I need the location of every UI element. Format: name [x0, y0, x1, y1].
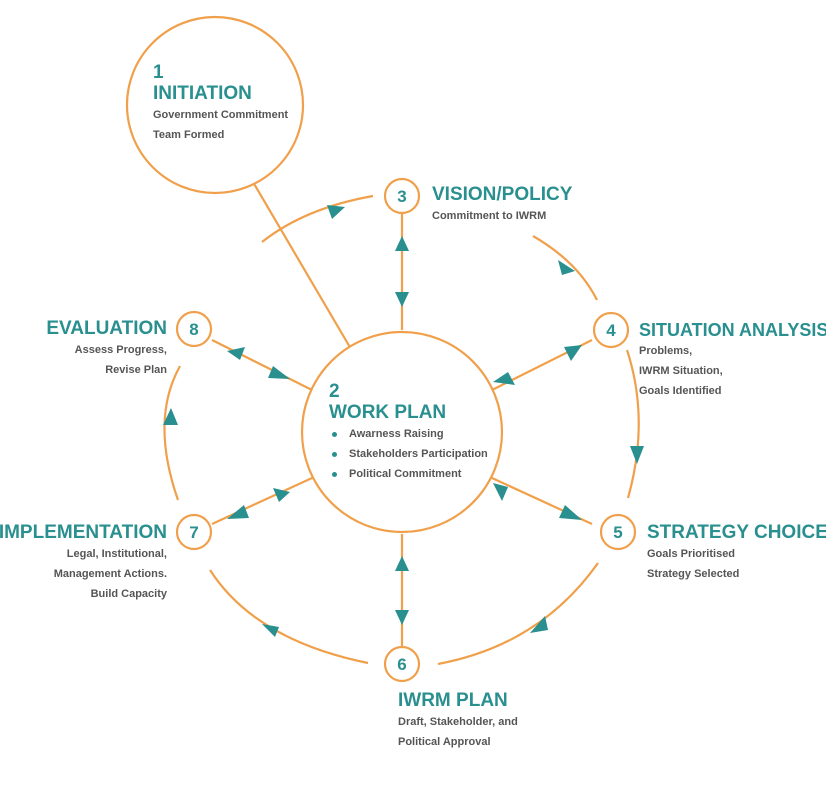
step-5-badge	[599, 513, 637, 551]
spoke-7	[211, 477, 313, 525]
spoke-4-arrow-in	[493, 372, 515, 385]
work-plan-label: 2 WORK PLAN Awarness Raising Stakeholder…	[329, 382, 488, 484]
initiation-circle	[125, 15, 305, 195]
step-7-badge	[175, 513, 213, 551]
spoke-3-arrow-in	[395, 292, 409, 307]
step-7-number: 7	[189, 523, 198, 542]
initiation-line-1: Government Commitment	[153, 109, 289, 121]
cycle-arc-8-to-3	[261, 194, 374, 243]
step-4-number: 4	[606, 321, 616, 340]
cycle-arrow-to-3	[327, 205, 345, 219]
spoke-4-arrow-out	[564, 345, 582, 361]
cycle-arrow-to-8	[163, 408, 178, 425]
cycle-arrow-to-7	[262, 624, 279, 637]
work-plan-bullet: Stakeholders Participation	[329, 444, 488, 464]
vision-line-1: Commitment to IWRM	[432, 210, 547, 222]
strategy-title: STRATEGY CHOICE	[647, 522, 826, 543]
iwrm-plan-line-2: Political Approval	[398, 736, 491, 748]
vision-title: VISION/POLICY	[432, 184, 573, 205]
evaluation-label: EVALUATION Assess Progress, Revise Plan	[46, 318, 167, 380]
spoke-5-arrow-in	[493, 483, 508, 501]
spoke-6-arrow-in	[395, 556, 409, 571]
work-plan-bullet: Awarness Raising	[329, 424, 488, 444]
iwrm-plan-line-1: Draft, Stakeholder, and	[398, 716, 518, 728]
initiation-line-2: Team Formed	[153, 129, 225, 141]
situation-line-1: Problems,	[639, 345, 693, 357]
spoke-3-arrow-out	[395, 236, 409, 251]
step-8-number: 8	[189, 320, 198, 339]
spoke-7-arrow-in	[273, 488, 290, 502]
evaluation-line-2: Revise Plan	[105, 364, 167, 376]
implementation-title: IMPLEMENTATION	[0, 522, 167, 543]
step-4-badge	[592, 311, 630, 349]
step-6-badge	[383, 645, 421, 683]
connector-initiation-to-workplan	[252, 181, 352, 350]
step-6-number: 6	[397, 655, 406, 674]
implementation-line-2: Management Actions.	[53, 568, 167, 580]
spoke-6-arrow-out	[395, 610, 409, 625]
step-8-badge	[175, 310, 213, 348]
work-plan-number: 2	[329, 381, 340, 402]
spoke-8-arrow-out	[227, 347, 245, 360]
strategy-line-1: Goals Prioritised	[647, 548, 736, 560]
iwrm-plan-label: IWRM PLAN Draft, Stakeholder, and Politi…	[398, 690, 518, 752]
spoke-8-arrow-in	[268, 366, 290, 379]
initiation-label: 1 INITIATION Government Commitment Team …	[153, 63, 288, 145]
evaluation-line-1: Assess Progress,	[74, 344, 167, 356]
cycle-arc-4-to-5	[625, 349, 640, 499]
situation-label: SITUATION ANALYSIS Problems, IWRM Situat…	[639, 319, 826, 401]
situation-line-3: Goals Identified	[639, 385, 722, 397]
initiation-title: INITIATION	[153, 83, 252, 104]
cycle-arc-6-to-7	[209, 569, 369, 665]
implementation-label: IMPLEMENTATION Legal, Institutional, Man…	[0, 522, 167, 604]
strategy-label: STRATEGY CHOICE Goals Prioritised Strate…	[647, 522, 826, 584]
work-plan-bullet: Political Commitment	[329, 464, 488, 484]
step-3-badge	[383, 177, 421, 215]
strategy-line-2: Strategy Selected	[647, 568, 740, 580]
step-5-number: 5	[613, 523, 622, 542]
spoke-5-arrow-out	[559, 505, 582, 520]
initiation-number: 1	[153, 62, 164, 83]
cycle-arrow-to-6	[530, 616, 548, 633]
work-plan-bullets: Awarness Raising Stakeholders Participat…	[329, 424, 488, 484]
evaluation-title: EVALUATION	[46, 318, 167, 339]
situation-title: SITUATION ANALYSIS	[639, 320, 826, 340]
cycle-arrow-to-4	[558, 260, 575, 275]
cycle-arc-3-to-4	[532, 235, 598, 301]
spoke-8	[211, 339, 313, 391]
cycle-arrow-to-5	[630, 446, 644, 464]
cycle-arc-5-to-6	[437, 562, 599, 666]
implementation-line-3: Build Capacity	[90, 588, 167, 600]
work-plan-circle	[300, 330, 504, 534]
iwrm-plan-title: IWRM PLAN	[398, 690, 508, 711]
work-plan-title: WORK PLAN	[329, 402, 447, 423]
step-3-number: 3	[397, 187, 406, 206]
implementation-line-1: Legal, Institutional,	[66, 548, 167, 560]
cycle-arc-7-to-8	[163, 365, 181, 501]
situation-line-2: IWRM Situation,	[639, 365, 723, 377]
spoke-7-arrow-out	[227, 505, 249, 519]
vision-label: VISION/POLICY Commitment to IWRM	[432, 184, 572, 226]
